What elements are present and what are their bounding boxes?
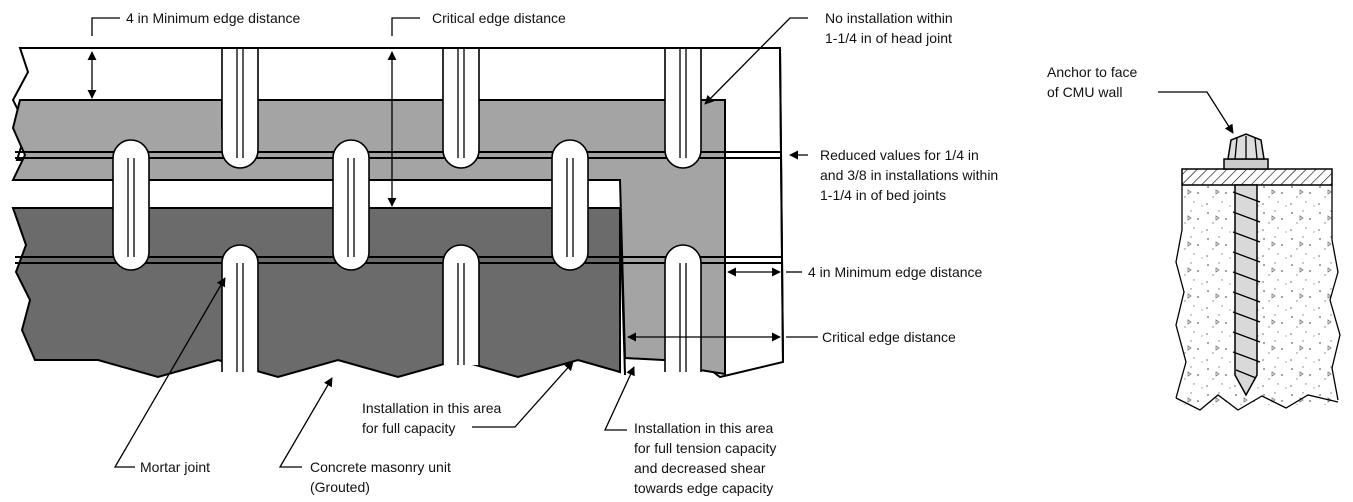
label-full-tension-3: and decreased shear (634, 460, 766, 476)
label-reduced-values-1: Reduced values for 1/4 in (820, 147, 979, 163)
leader-full-tension (603, 366, 635, 431)
anchor-threads (1232, 191, 1261, 379)
label-reduced-values-2: and 3/8 in installations within (820, 167, 998, 183)
label-critical-edge-right: Critical edge distance (822, 329, 956, 345)
head-joints-middle (112, 139, 589, 271)
label-min-edge-right: 4 in Minimum edge distance (808, 264, 983, 280)
label-reduced-values-3: 1-1/4 in of bed joints (820, 187, 946, 203)
leader-cmu (278, 377, 333, 468)
leader-anchor (1158, 91, 1234, 134)
leader-no-installation (704, 17, 808, 105)
label-anchor-2: of CMU wall (1047, 84, 1122, 100)
label-full-capacity-1: Installation in this area (362, 400, 502, 416)
label-full-capacity-2: for full capacity (362, 420, 455, 436)
dark-gray-area (11, 207, 621, 379)
label-mortar-joint: Mortar joint (140, 459, 210, 475)
label-full-tension-4: towards edge capacity (634, 480, 773, 496)
label-cmu-2: (Grouted) (310, 479, 370, 495)
head-joints-top (221, 48, 702, 169)
leader-mortar-joint (113, 277, 226, 468)
label-full-tension-1: Installation in this area (634, 420, 774, 436)
label-anchor-1: Anchor to face (1047, 64, 1137, 80)
label-no-installation-2: 1-1/4 in of head joint (825, 30, 952, 46)
wall-elevation (11, 47, 785, 379)
anchor-cross-section (1175, 133, 1341, 411)
fixture-plate (1181, 168, 1333, 186)
label-min-edge-top: 4 in Minimum edge distance (126, 10, 301, 26)
label-no-installation-1: No installation within (825, 10, 953, 26)
label-full-tension-2: for full tension capacity (634, 440, 776, 456)
anchor-shank (1234, 184, 1258, 397)
anchor-washer (1223, 158, 1269, 170)
dimension-critical-edge-top (387, 17, 420, 207)
dimension-min-edge-top (87, 17, 120, 99)
label-critical-edge-top: Critical edge distance (432, 10, 566, 26)
leader-full-capacity (472, 361, 574, 428)
label-cmu-1: Concrete masonry unit (310, 459, 451, 475)
